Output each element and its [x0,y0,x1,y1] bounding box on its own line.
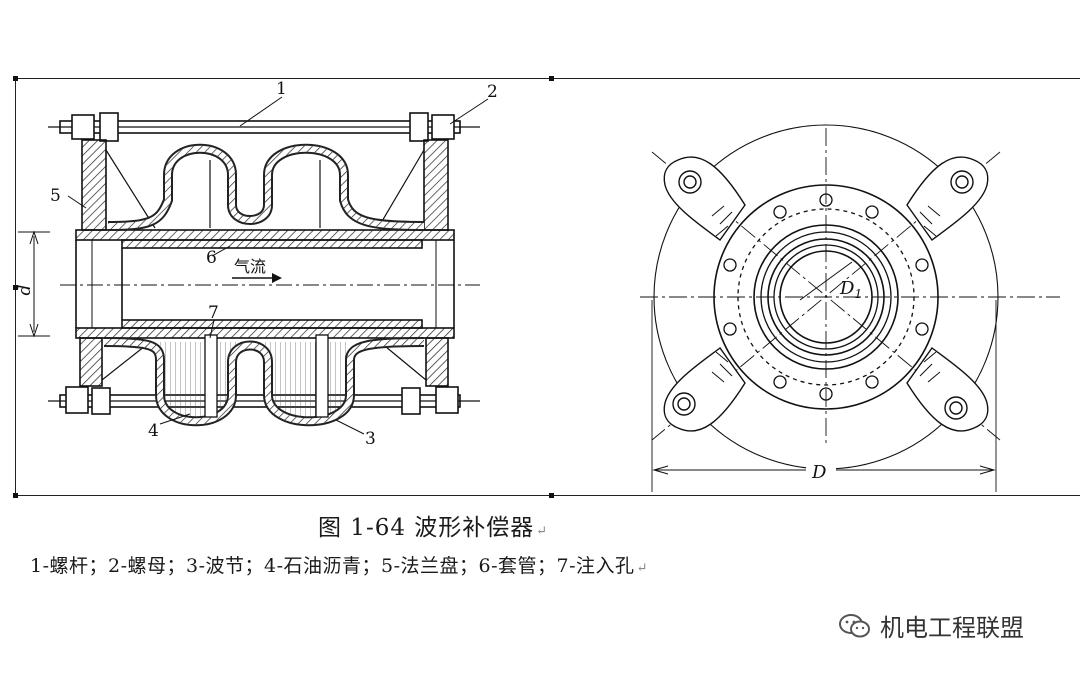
nut-top-left [71,114,95,140]
figure-frame [13,76,1080,498]
nut-bottom-left [65,386,89,414]
sleeve-bottom [121,319,423,329]
nut-bottom-right-2 [435,386,459,414]
tie-rod-body-bottom [59,394,461,408]
flange-ring [713,184,939,410]
flange-left-top [81,139,107,231]
lug-top-left [663,156,746,241]
nut-top-right-2 [431,114,455,140]
frame-handle [13,76,18,81]
nut-bottom-left-2 [91,387,111,415]
end-view [640,124,1060,492]
pipe-wall-bottom [75,327,455,339]
callout-3: 3 [365,429,376,449]
frame-handle [13,285,18,290]
dim-label-big-d: D [811,462,827,483]
figure-caption: 图 1-64 波形补偿器↵ [318,515,549,541]
nut-top-left-2 [99,112,119,142]
dim-label-d: d [15,284,35,295]
watermark-text: 机电工程联盟 [880,614,1024,642]
callout-5: 5 [50,186,61,206]
flange-left-bottom [79,337,103,387]
callout-2: 2 [487,82,498,102]
injection-hole-left [204,334,218,418]
callout-labels: 1 2 3 4 5 6 7 气流 d [15,79,498,449]
sleeve-top [121,239,423,249]
figure-legend: 1-螺杆；2-螺母；3-波节；4-石油沥青；5-法兰盘；6-套管；7-注入孔↵ [30,555,648,577]
flow-label: 气流 [234,257,266,276]
flange-right-bottom [425,337,449,387]
injection-hole-right [315,334,329,418]
wechat-icon [839,613,870,637]
frame-handle [13,493,18,498]
dim-label-d1: D1 [839,278,862,301]
nut-bottom-right [401,387,421,415]
pipe-wall-top [75,229,455,241]
callout-4: 4 [148,421,159,441]
compensator-drawing: 1 2 3 4 5 6 7 气流 d [15,79,1060,492]
lug-top-right [906,156,989,241]
callout-7: 7 [208,303,219,323]
callout-6: 6 [206,248,217,268]
flange-right-top [423,139,449,231]
side-view [18,96,489,435]
tie-rod-body-top [59,120,461,134]
flange-bolt-holes [723,193,929,401]
nut-top-right [409,112,429,142]
frame-handle [549,76,554,81]
callout-1: 1 [276,79,287,99]
frame-handle [549,493,554,498]
watermark: 机电工程联盟 [838,608,1024,643]
